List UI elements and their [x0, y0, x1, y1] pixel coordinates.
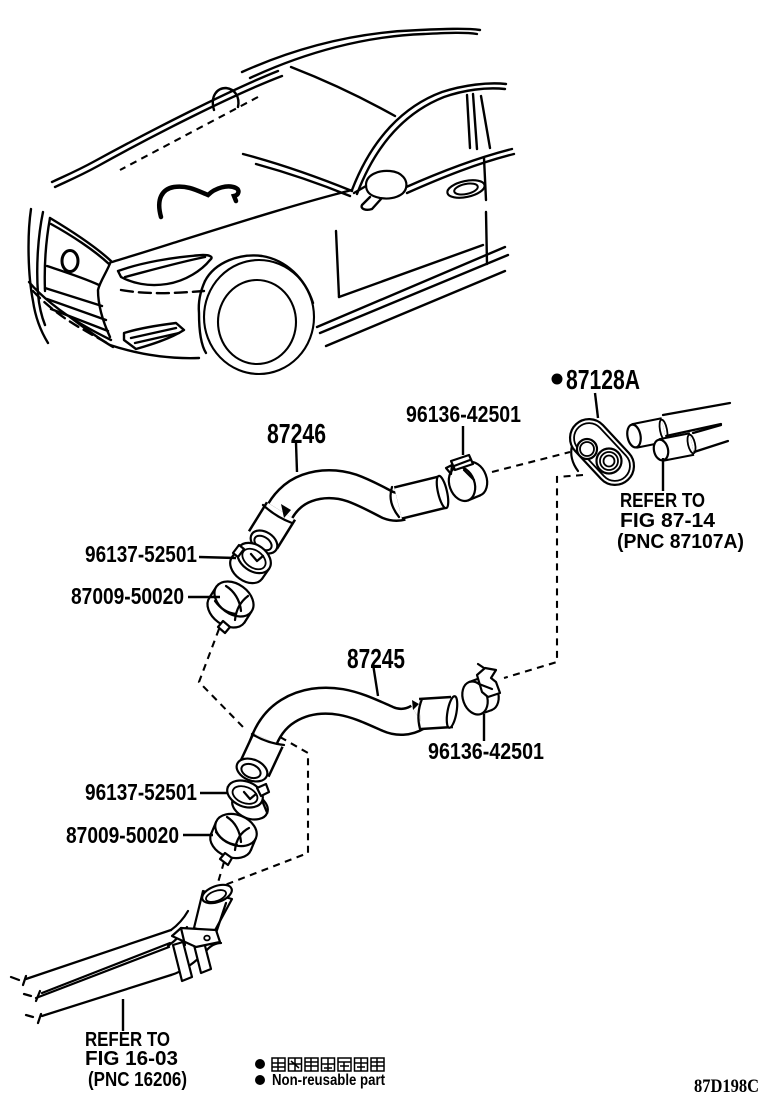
svg-text:87245: 87245: [347, 643, 405, 674]
svg-text:Non-reusable part: Non-reusable part: [272, 1072, 386, 1089]
svg-text:96136-42501: 96136-42501: [406, 401, 521, 427]
svg-text:96137-52501: 96137-52501: [85, 541, 197, 567]
svg-text:87D198C: 87D198C: [694, 1076, 759, 1097]
svg-text:FIG 87-14: FIG 87-14: [620, 510, 716, 532]
svg-text:96137-52501: 96137-52501: [85, 779, 197, 805]
svg-text:96136-42501: 96136-42501: [428, 738, 544, 764]
svg-text:87246: 87246: [267, 418, 326, 449]
svg-text:FIG 16-03: FIG 16-03: [85, 1048, 178, 1070]
svg-text:87128A: 87128A: [566, 364, 640, 395]
svg-text:REFER TO: REFER TO: [85, 1029, 170, 1051]
svg-text:REFER TO: REFER TO: [620, 490, 705, 512]
svg-text:(PNC 16206): (PNC 16206): [88, 1069, 187, 1091]
svg-text:87009-50020: 87009-50020: [66, 822, 179, 848]
svg-text:(PNC 87107A): (PNC 87107A): [617, 531, 744, 553]
svg-text:87009-50020: 87009-50020: [71, 583, 184, 609]
